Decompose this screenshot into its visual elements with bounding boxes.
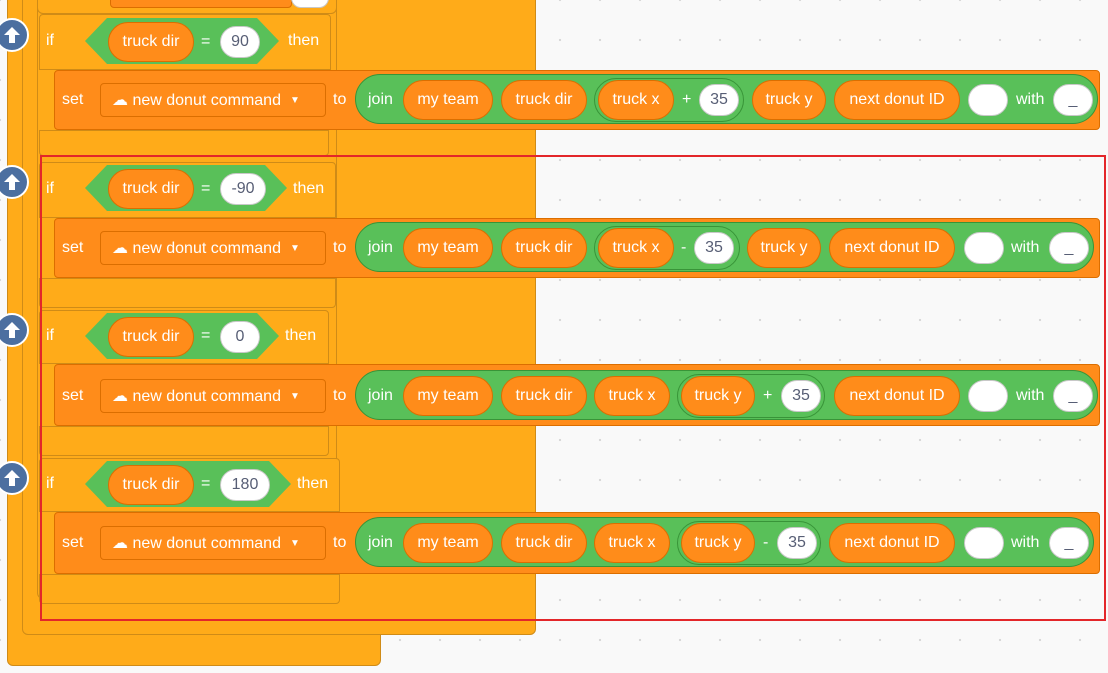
- caret-down-icon: ▼: [289, 94, 300, 106]
- if-label: if: [46, 180, 54, 197]
- truck-dir-reporter[interactable]: truck dir: [501, 228, 587, 268]
- next-donut-id-reporter[interactable]: next donut ID: [829, 228, 955, 268]
- with-label: with: [1011, 239, 1040, 256]
- with-label: with: [1016, 387, 1045, 404]
- next-donut-id-reporter[interactable]: next donut ID: [834, 80, 960, 120]
- condition-value-input[interactable]: 0: [220, 321, 260, 353]
- condition-value-input[interactable]: -90: [220, 173, 266, 205]
- next-donut-id-reporter[interactable]: next donut ID: [829, 523, 955, 563]
- truck-x-reporter[interactable]: truck x: [598, 228, 674, 268]
- condition-value-input[interactable]: 90: [220, 26, 260, 58]
- math-value-input[interactable]: 35: [781, 380, 821, 412]
- separator-input[interactable]: _: [1049, 527, 1089, 559]
- equals-sign: =: [201, 33, 211, 50]
- set-label: set: [62, 91, 84, 108]
- set-label: set: [62, 387, 84, 404]
- variable-dropdown[interactable]: ☁ new donut command ▼: [100, 526, 326, 560]
- minus-sign: -: [681, 239, 687, 256]
- truck-x-reporter[interactable]: truck x: [598, 80, 674, 120]
- separator-input[interactable]: _: [1053, 380, 1093, 412]
- if-block-minus-90-bottom[interactable]: [39, 278, 336, 308]
- truck-dir-reporter[interactable]: truck dir: [108, 22, 194, 62]
- then-label: then: [288, 32, 320, 49]
- if-label: if: [46, 327, 54, 344]
- truck-x-reporter[interactable]: truck x: [594, 523, 670, 563]
- condition-value-input[interactable]: 180: [220, 469, 270, 501]
- my-team-reporter[interactable]: my team: [403, 523, 493, 563]
- caret-down-icon: ▼: [289, 242, 300, 254]
- join-label: join: [368, 239, 393, 256]
- previous-block-input: [110, 0, 292, 8]
- arrow-up-circle-icon[interactable]: [0, 165, 29, 199]
- variable-dropdown[interactable]: ☁ new donut command ▼: [100, 379, 326, 413]
- with-label: with: [1011, 534, 1040, 551]
- then-label: then: [285, 327, 317, 344]
- next-donut-id-reporter[interactable]: next donut ID: [834, 376, 960, 416]
- variable-dropdown[interactable]: ☁ new donut command ▼: [100, 231, 326, 265]
- if-block-90-bottom[interactable]: [39, 130, 329, 156]
- join-label: join: [368, 91, 393, 108]
- to-label: to: [333, 239, 347, 256]
- arrow-up-circle-icon[interactable]: [0, 313, 29, 347]
- to-label: to: [333, 387, 347, 404]
- truck-dir-reporter[interactable]: truck dir: [108, 169, 194, 209]
- empty-text-input[interactable]: [964, 527, 1004, 559]
- to-label: to: [333, 534, 347, 551]
- truck-dir-reporter[interactable]: truck dir: [501, 376, 587, 416]
- my-team-reporter[interactable]: my team: [403, 376, 493, 416]
- variable-dropdown[interactable]: ☁ new donut command ▼: [100, 83, 326, 117]
- truck-y-reporter[interactable]: truck y: [752, 80, 826, 120]
- plus-sign: +: [682, 91, 692, 108]
- empty-text-input[interactable]: [968, 380, 1008, 412]
- my-team-reporter[interactable]: my team: [403, 228, 493, 268]
- truck-dir-reporter[interactable]: truck dir: [501, 523, 587, 563]
- separator-input[interactable]: _: [1049, 232, 1089, 264]
- set-label: set: [62, 534, 84, 551]
- then-label: then: [293, 180, 325, 197]
- truck-y-reporter[interactable]: truck y: [681, 376, 755, 416]
- truck-x-reporter[interactable]: truck x: [594, 376, 670, 416]
- empty-text-input[interactable]: [964, 232, 1004, 264]
- minus-sign: -: [763, 534, 769, 551]
- my-team-reporter[interactable]: my team: [403, 80, 493, 120]
- equals-sign: =: [201, 475, 211, 492]
- set-label: set: [62, 239, 84, 256]
- plus-sign: +: [763, 387, 773, 404]
- equals-sign: =: [201, 327, 211, 344]
- math-value-input[interactable]: 35: [694, 232, 734, 264]
- math-value-input[interactable]: 35: [777, 527, 817, 559]
- join-label: join: [368, 387, 393, 404]
- truck-dir-reporter[interactable]: truck dir: [108, 317, 194, 357]
- if-label: if: [46, 32, 54, 49]
- math-value-input[interactable]: 35: [699, 84, 739, 116]
- join-label: join: [368, 534, 393, 551]
- equals-sign: =: [201, 180, 211, 197]
- arrow-up-circle-icon[interactable]: [0, 461, 29, 495]
- if-block-0-bottom[interactable]: [39, 426, 329, 456]
- truck-y-reporter[interactable]: truck y: [747, 228, 821, 268]
- truck-dir-reporter[interactable]: truck dir: [501, 80, 587, 120]
- truck-dir-reporter[interactable]: truck dir: [108, 465, 194, 505]
- with-label: with: [1016, 91, 1045, 108]
- to-label: to: [333, 91, 347, 108]
- if-block-180-bottom[interactable]: [39, 574, 340, 604]
- previous-block-oval: [291, 0, 329, 8]
- separator-input[interactable]: _: [1053, 84, 1093, 116]
- caret-down-icon: ▼: [289, 537, 300, 549]
- then-label: then: [297, 475, 329, 492]
- arrow-up-circle-icon[interactable]: [0, 18, 29, 52]
- caret-down-icon: ▼: [289, 390, 300, 402]
- empty-text-input[interactable]: [968, 84, 1008, 116]
- if-label: if: [46, 475, 54, 492]
- truck-y-reporter[interactable]: truck y: [681, 523, 755, 563]
